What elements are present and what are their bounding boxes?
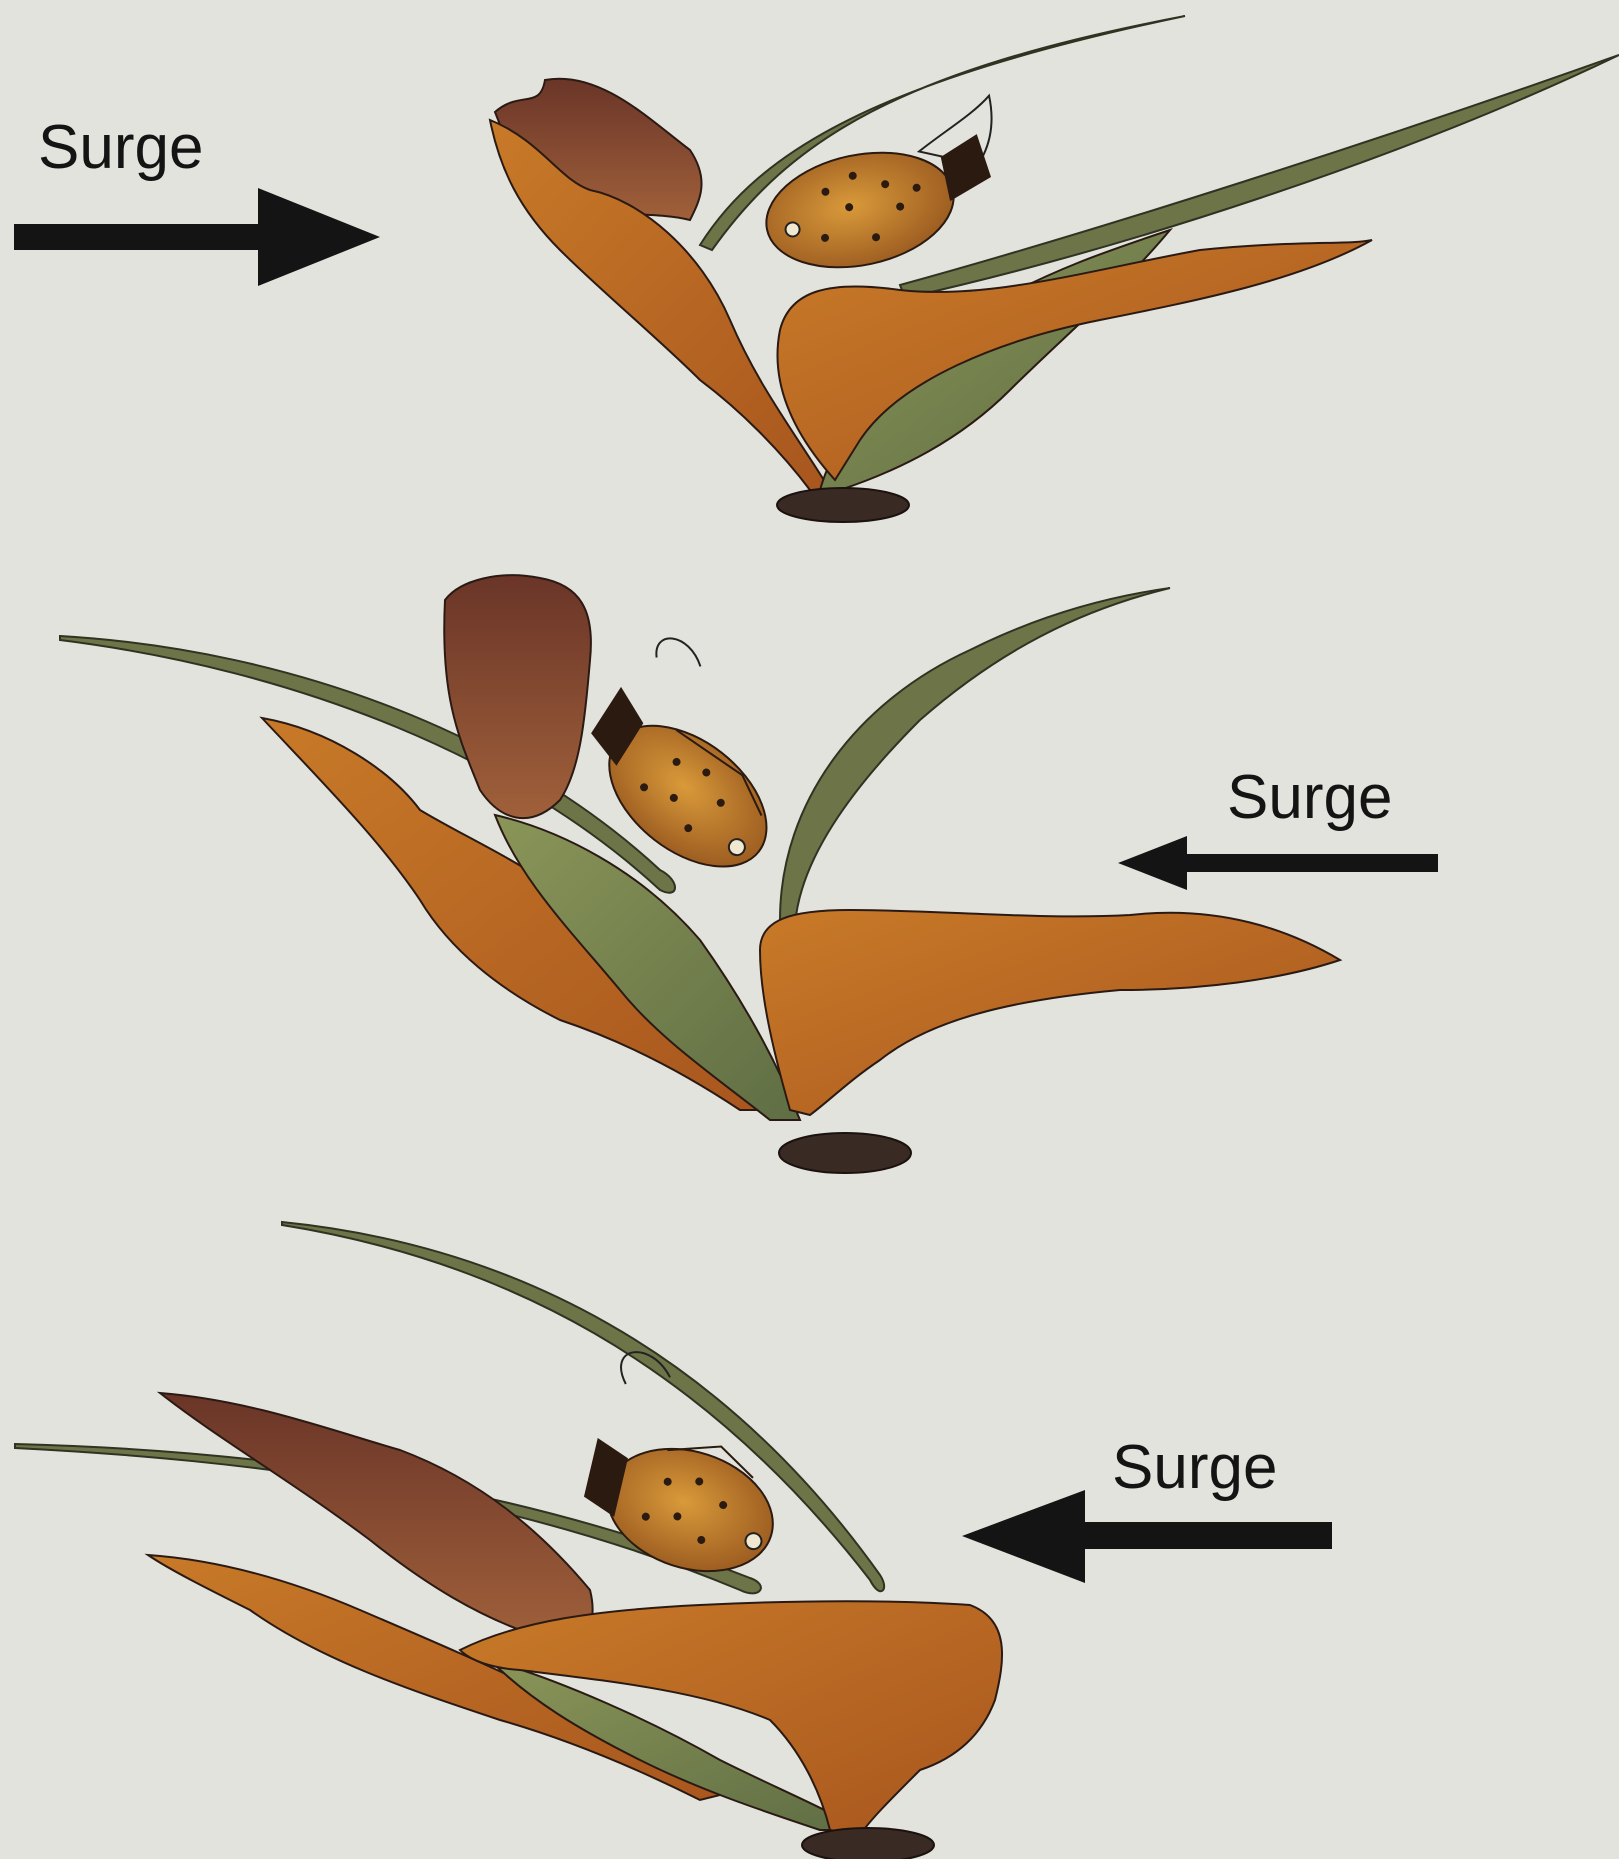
panel-bottom: Surge [15,1222,1332,1859]
kelp-holdfast [779,1133,911,1173]
surge-arrow-right-icon [14,188,380,286]
kelp-strap-blade [780,588,1170,925]
kelp-plant-top [490,16,1619,522]
panel-middle: Surge [60,575,1438,1173]
kelp-blade-brown [444,575,591,818]
kelp-plant-bottom [15,1222,1002,1859]
surge-label-middle: Surge [1227,763,1392,832]
fish-top [749,96,1018,284]
surge-label-top: Surge [38,113,203,182]
kelp-holdfast [777,488,909,522]
surge-arrow-left-icon [1118,836,1438,890]
kelp-holdfast [802,1828,934,1859]
surge-label-bottom: Surge [1112,1433,1277,1502]
panel-top: Surge [14,16,1619,522]
surge-arrow-left-icon [962,1490,1332,1583]
kelp-blade-orange [760,910,1340,1115]
